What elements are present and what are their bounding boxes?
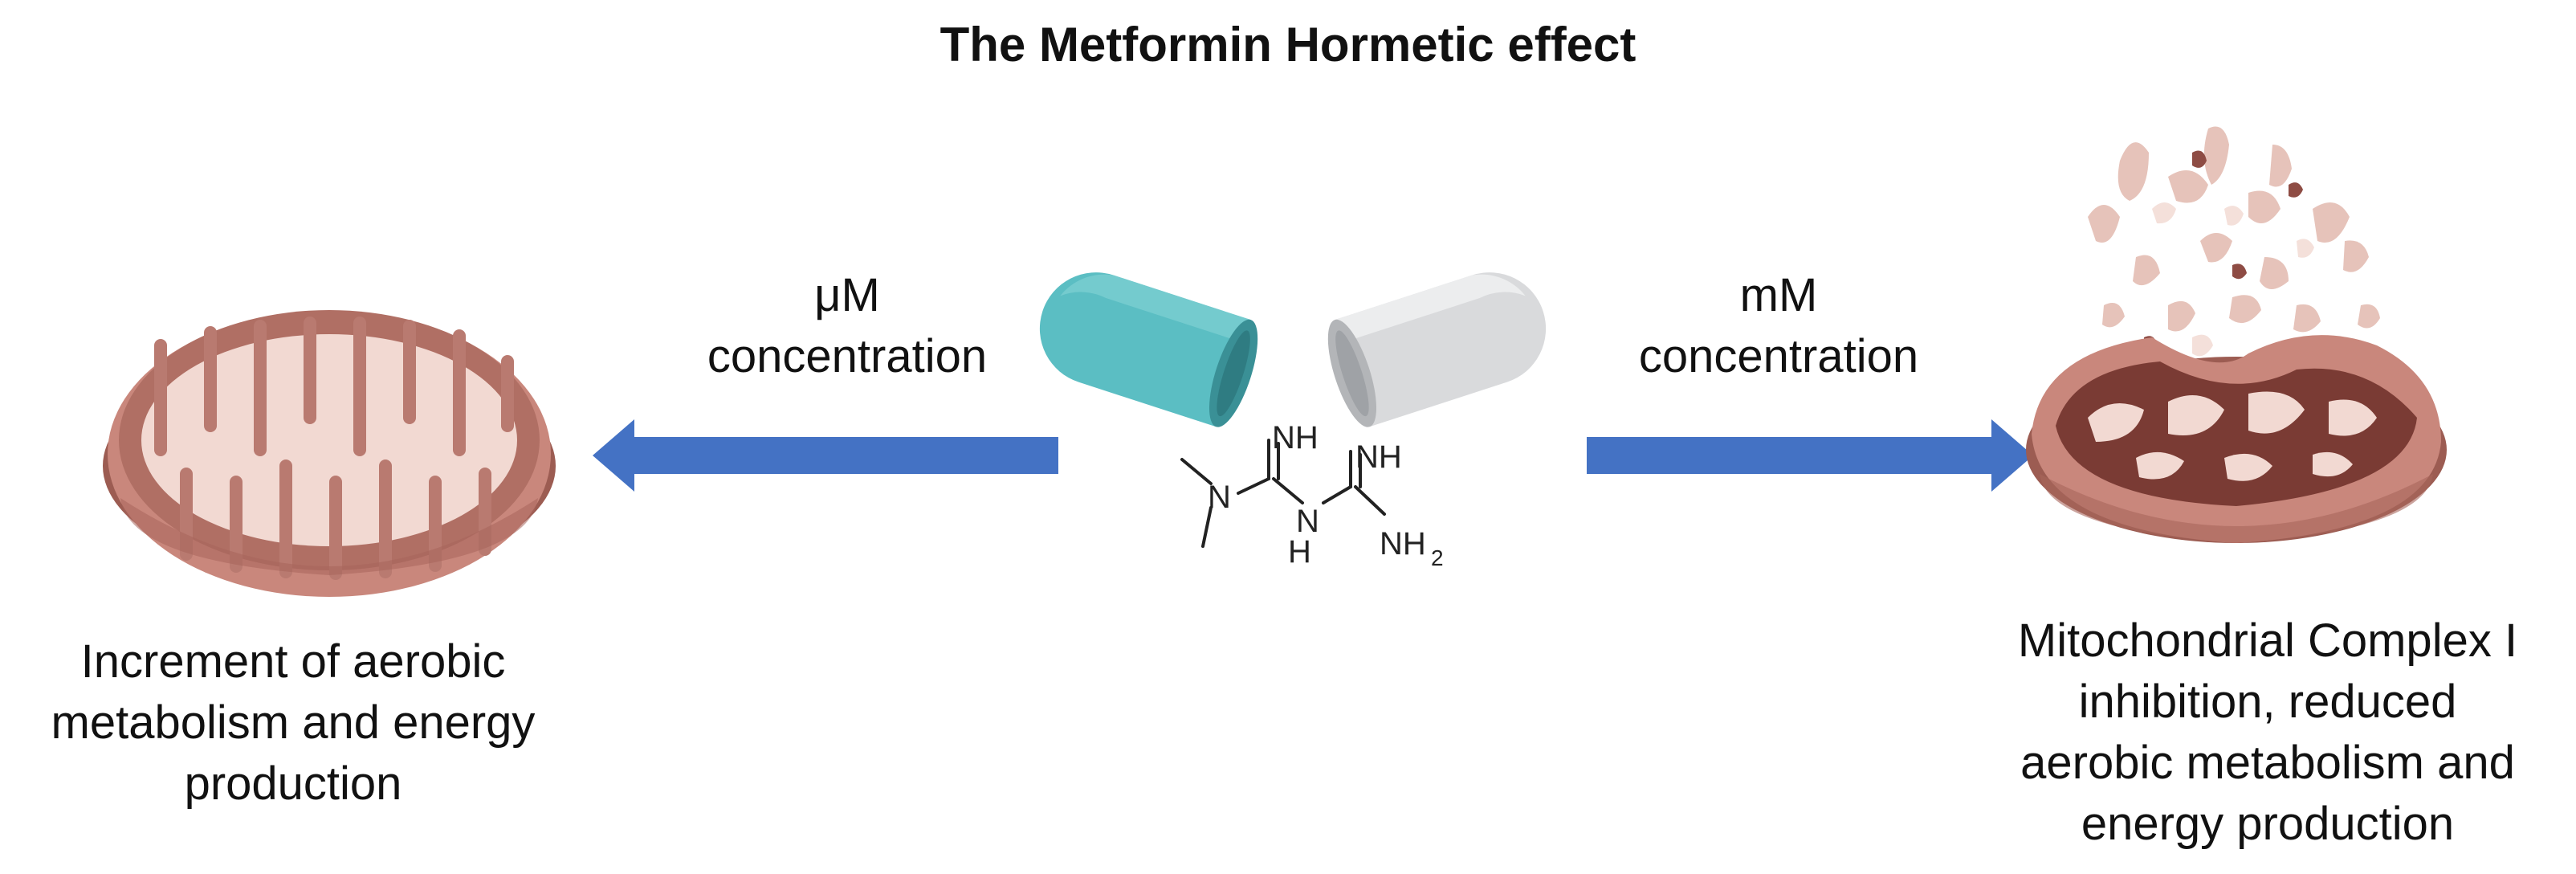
high-dose-outcome-text: Mitochondrial Complex I inhibition, redu… (1959, 611, 2576, 855)
low-dose-outcome-text: Increment of aerobic metabolism and ener… (0, 631, 586, 815)
amine-subscript-label: 2 (1431, 545, 1444, 570)
metformin-structure: NH NH N N H NH 2 (1180, 420, 1444, 570)
bridge-n-label: N (1296, 504, 1319, 539)
right-outcome-line-1: Mitochondrial Complex I (2017, 615, 2518, 667)
left-arrow (593, 419, 1058, 492)
bridge-h-label: H (1288, 534, 1311, 570)
right-conc-line-1: mM (1739, 269, 1818, 321)
right-arrow (1587, 419, 2033, 492)
right-outcome-line-4: energy production (2081, 798, 2455, 850)
left-conc-line-2: concentration (707, 330, 988, 382)
right-outcome-line-2: inhibition, reduced (2078, 676, 2457, 728)
imine-nh-label-2: NH (1355, 439, 1402, 475)
micromolar-concentration-label: μM concentration (666, 265, 1028, 387)
damaged-mitochondrion-icon (2026, 126, 2447, 543)
left-conc-line-1: μM (814, 269, 880, 321)
healthy-mitochondrion-icon (103, 310, 556, 597)
right-outcome-line-3: aerobic metabolism and (2020, 737, 2515, 789)
left-outcome-line-3: production (184, 758, 402, 810)
left-outcome-line-1: Increment of aerobic (80, 635, 506, 688)
diagram-title: The Metformin Hormetic effect (940, 18, 1636, 71)
dimethyl-n-label: N (1208, 480, 1231, 515)
metformin-capsule-icon (1039, 272, 1547, 427)
millimolar-concentration-label: mM concentration (1598, 265, 1959, 387)
left-outcome-line-2: metabolism and energy (51, 696, 536, 749)
amine-nh-label: NH (1380, 526, 1426, 562)
right-conc-line-2: concentration (1638, 330, 1919, 382)
imine-nh-label-1: NH (1272, 420, 1319, 455)
